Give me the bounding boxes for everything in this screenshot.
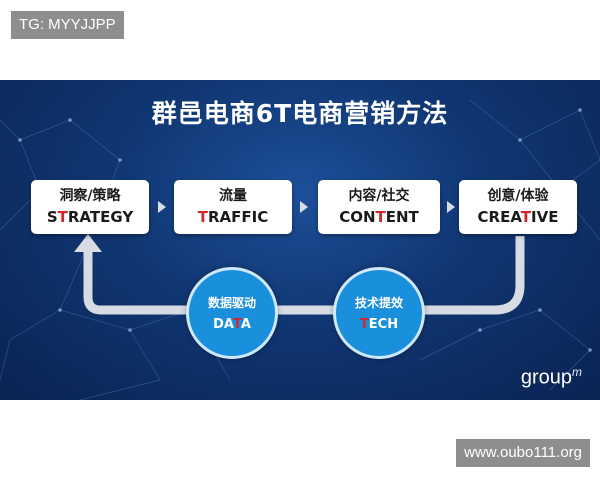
step-en-label: TRAFFIC bbox=[197, 208, 269, 226]
step-cn-label: 洞察/策略 bbox=[59, 188, 121, 204]
step-box-content: 内容/社交 CONTENT bbox=[318, 180, 440, 234]
watermark-bottom: www.oubo111.org bbox=[456, 439, 590, 467]
arrow-right-icon bbox=[158, 201, 166, 213]
groupm-logo: groupm bbox=[520, 365, 582, 389]
circle-cn-label: 数据驱动 bbox=[207, 296, 256, 310]
step-box-traffic: 流量 TRAFFIC bbox=[174, 180, 292, 234]
flow-loop-path bbox=[74, 234, 525, 315]
step-cn-label: 内容/社交 bbox=[348, 188, 410, 204]
circle-cn-label: 技术提效 bbox=[354, 296, 403, 310]
step-en-label: STRATEGY bbox=[46, 208, 134, 226]
arrow-right-icon bbox=[300, 201, 308, 213]
circle-data: 数据驱动 DATA bbox=[186, 267, 278, 359]
step-en-label: CONTENT bbox=[339, 208, 419, 226]
step-box-strategy: 洞察/策略 STRATEGY bbox=[31, 180, 149, 234]
arrow-right-icon bbox=[447, 201, 455, 213]
watermark-top: TG: MYYJJPP bbox=[11, 11, 124, 39]
circle-en-label: DATA bbox=[213, 317, 251, 332]
step-cn-label: 流量 bbox=[219, 188, 247, 204]
circle-tech: 技术提效 TECH bbox=[333, 267, 425, 359]
step-en-label: CREATIVE bbox=[477, 208, 559, 226]
step-box-creative: 创意/体验 CREATIVE bbox=[459, 180, 577, 234]
slide-title: 群邑电商6T电商营销方法 bbox=[151, 99, 449, 128]
step-cn-label: 创意/体验 bbox=[487, 188, 549, 204]
circle-en-label: TECH bbox=[359, 317, 399, 332]
slide: 群邑电商6T电商营销方法 洞察/策略 STRATEGY 流量 TRAFFIC 内… bbox=[0, 80, 600, 400]
arrow-up-icon bbox=[74, 234, 102, 252]
